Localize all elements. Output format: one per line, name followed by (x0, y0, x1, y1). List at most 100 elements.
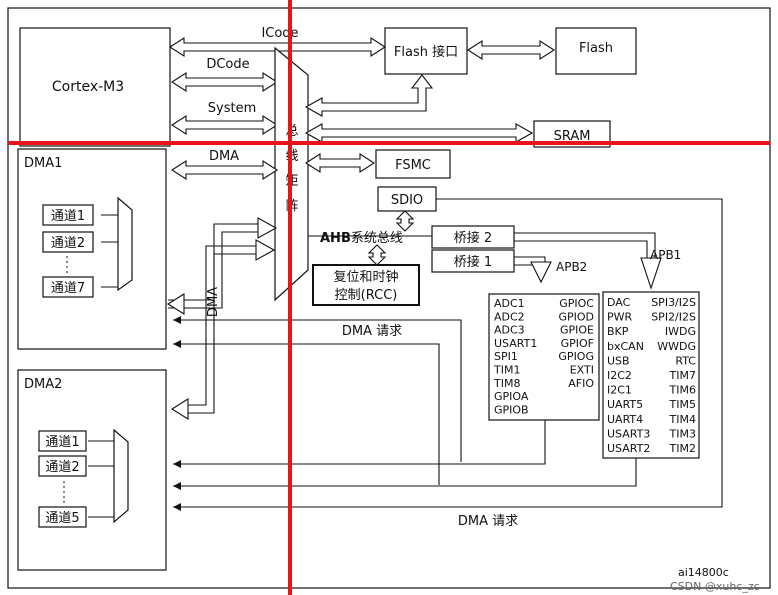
apb1-bus-lines (514, 232, 656, 258)
peripheral-label: WWDG (657, 340, 696, 353)
peripheral-label: USART2 (607, 442, 650, 455)
peripheral-label: IWDG (665, 325, 696, 338)
dma2-matrix-arrowhead-left (170, 398, 189, 420)
peripheral-label: UART5 (607, 398, 643, 411)
peripheral-label: ADC3 (494, 324, 525, 337)
dma2-mux (113, 428, 129, 524)
sdio-label: SDIO (391, 193, 423, 208)
dcode-label: DCode (206, 57, 249, 72)
peripheral-label: DAC (607, 296, 631, 309)
bridge2-block (431, 225, 515, 249)
peripheral-label: TIM6 (669, 384, 696, 397)
peripheral-label: TIM7 (669, 369, 696, 382)
dma2-label: DMA2 (24, 377, 62, 392)
dma-request-head-2 (173, 340, 181, 348)
peripheral-label: USART1 (494, 337, 537, 350)
channel-label: 通道2 (51, 236, 85, 251)
figure-id: ai14800c (678, 566, 729, 579)
peripheral-label: RTC (675, 354, 696, 367)
peripheral-label: TIM5 (669, 398, 696, 411)
dma-vertical-label: DMA (206, 287, 221, 317)
dcode-bus-arrow (170, 71, 279, 93)
csdn-watermark: CSDN @xuhc_zc (670, 580, 760, 593)
matrix-to-sram-arrow (304, 123, 534, 143)
peripheral-label: GPIOG (558, 350, 594, 363)
dma1-mux (117, 196, 133, 292)
dma-request-line-1 (173, 319, 462, 462)
peripheral-label: TIM1 (493, 364, 520, 377)
peripheral-label: PWR (607, 311, 633, 324)
peripheral-label: USB (607, 354, 630, 367)
flash-label: Flash (579, 41, 613, 56)
channel-label: 通道1 (45, 435, 79, 450)
channel-label: 通道2 (45, 460, 79, 475)
peripheral-label: TIM2 (669, 442, 696, 455)
peripheral-label: GPIOA (494, 390, 529, 403)
dma1-matrix-arrowhead-right (257, 217, 278, 239)
dma-request-head-1 (173, 316, 181, 324)
apb2-peripherals-box (488, 293, 600, 421)
peripheral-label: TIM8 (493, 377, 520, 390)
channel-label: 通道7 (51, 281, 85, 296)
icode-label: ICode (261, 26, 298, 41)
cortex-m3-block (19, 27, 171, 147)
outer-frame (7, 7, 771, 589)
flash-interface-label: Flash 接口 (394, 44, 458, 60)
peripheral-label: ADC1 (494, 297, 525, 310)
dma-request-head-4 (173, 482, 181, 490)
bridge2-label: 桥接 2 (454, 230, 492, 246)
dma-bus-arrow (170, 159, 279, 181)
channel-box (42, 276, 94, 298)
dma-bus-label: DMA (209, 149, 239, 164)
rcc-block (312, 264, 420, 306)
dma2-matrix-bus-lines (186, 245, 256, 414)
apb1-col2: SPI3/I2SSPI2/I2SIWDGWWDGRTCTIM7TIM6TIM5T… (651, 296, 696, 455)
dma2-matrix-arrowhead-right (255, 239, 276, 261)
peripheral-label: bxCAN (607, 340, 644, 353)
dma-request-head-5 (173, 503, 181, 511)
apb1-arrowhead (640, 257, 662, 290)
dma-request-head-3 (173, 460, 181, 468)
dma1-matrix-arrowhead-left (166, 293, 185, 315)
apb1-peripherals-box (602, 291, 700, 459)
peripheral-label: TIM4 (669, 413, 696, 426)
peripheral-label: GPIOF (561, 337, 594, 350)
peripheral-label: TIM3 (669, 427, 696, 440)
fsmc-label: FSMC (395, 158, 431, 173)
flash-link-arrow (466, 39, 556, 61)
dma2-channels: 通道1 通道2 通道5 (38, 430, 87, 528)
apb1-label: APB1 (650, 248, 681, 262)
dma-request-top-label: DMA 请求 (342, 324, 402, 339)
rcc-ahb-arrow (367, 244, 387, 266)
dma-request-line-4 (173, 458, 637, 487)
cortex-m3-label: Cortex-M3 (52, 79, 124, 95)
peripheral-label: GPIOC (559, 297, 594, 310)
dma-request-line-5 (173, 198, 723, 508)
peripheral-label: ADC2 (494, 310, 525, 323)
system-bus-arrow (170, 114, 279, 136)
channel-box (38, 455, 87, 477)
rcc-label-line1: 复位和时钟 (333, 269, 398, 285)
bridge1-block (431, 249, 515, 273)
bridge1-label: 桥接 1 (454, 254, 492, 270)
sdio-ahb-arrow (395, 210, 415, 232)
flash-block (555, 27, 637, 75)
ahb-label: AHB系统总线 (320, 231, 403, 246)
peripheral-label: I2C1 (607, 384, 632, 397)
matrix-to-fsmc-arrow (304, 152, 376, 174)
rcc-label-line2: 控制(RCC) (335, 288, 398, 303)
channel-label: 通道5 (45, 511, 79, 526)
peripheral-label: SPI1 (494, 350, 518, 363)
peripheral-label: GPIOB (494, 403, 529, 416)
apb1-col1: DACPWRBKPbxCANUSBI2C2I2C1UART5UART4USART… (607, 296, 650, 455)
peripheral-label: GPIOE (560, 324, 594, 337)
sdio-block (377, 186, 437, 212)
peripheral-label: SPI2/I2S (651, 311, 696, 324)
apb2-label: APB2 (556, 260, 587, 274)
peripheral-label: UART4 (607, 413, 643, 426)
peripheral-label: EXTI (570, 364, 594, 377)
